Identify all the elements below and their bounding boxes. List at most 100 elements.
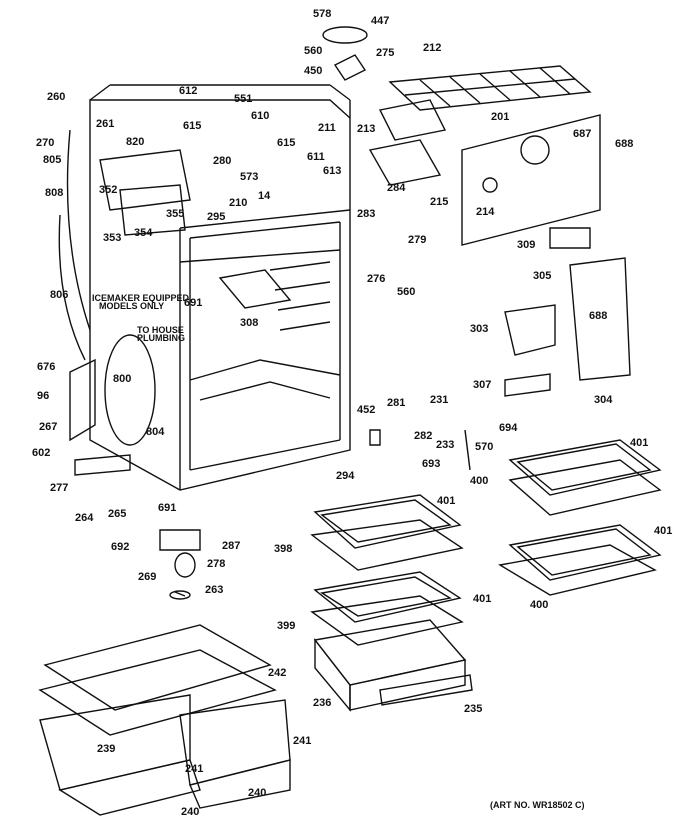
part-label-352[interactable]: 352 (99, 184, 118, 196)
part-label-691[interactable]: 691 (184, 297, 203, 309)
part-label-551[interactable]: 551 (234, 93, 253, 105)
part-label-210[interactable]: 210 (229, 197, 248, 209)
crisper-pans (40, 625, 290, 815)
part-label-284[interactable]: 284 (387, 182, 406, 194)
part-label-452[interactable]: 452 (357, 404, 376, 416)
part-label-233[interactable]: 233 (436, 439, 455, 451)
part-label-201[interactable]: 201 (491, 111, 510, 123)
part-label-401[interactable]: 401 (654, 525, 673, 537)
part-label-399[interactable]: 399 (277, 620, 296, 632)
part-label-613[interactable]: 613 (323, 165, 342, 177)
part-label-304[interactable]: 304 (594, 394, 613, 406)
part-label-676[interactable]: 676 (37, 361, 56, 373)
part-label-287[interactable]: 287 (222, 540, 241, 552)
part-label-560[interactable]: 560 (397, 286, 416, 298)
part-label-308[interactable]: 308 (240, 317, 259, 329)
part-label-270[interactable]: 270 (36, 137, 55, 149)
part-label-215[interactable]: 215 (430, 196, 449, 208)
part-label-211[interactable]: 211 (318, 122, 336, 134)
part-label-610[interactable]: 610 (251, 110, 270, 122)
part-label-692[interactable]: 692 (111, 541, 130, 553)
part-label-400[interactable]: 400 (470, 475, 489, 487)
part-label-355[interactable]: 355 (166, 208, 185, 220)
part-label-241[interactable]: 241 (185, 763, 204, 775)
part-label-239[interactable]: 239 (97, 743, 116, 755)
part-label-693[interactable]: 693 (422, 458, 441, 470)
part-label-694[interactable]: 694 (499, 422, 518, 434)
icemaker-note-line-2: MODELS ONLY (99, 301, 165, 311)
part-label-241[interactable]: 241 (293, 735, 312, 747)
part-label-800[interactable]: 800 (113, 373, 132, 385)
part-label-401[interactable]: 401 (630, 437, 649, 449)
part-label-688[interactable]: 688 (615, 138, 634, 150)
part-label-307[interactable]: 307 (473, 379, 492, 391)
part-label-213[interactable]: 213 (357, 123, 376, 135)
rear-panel (462, 115, 600, 248)
part-label-264[interactable]: 264 (75, 512, 94, 524)
part-label-267[interactable]: 267 (39, 421, 58, 433)
part-label-820[interactable]: 820 (126, 136, 145, 148)
part-label-447[interactable]: 447 (371, 15, 390, 27)
part-label-282[interactable]: 282 (414, 430, 433, 442)
part-label-612[interactable]: 612 (179, 85, 198, 97)
part-label-235[interactable]: 235 (464, 703, 483, 715)
part-label-279[interactable]: 279 (408, 234, 427, 246)
part-label-242[interactable]: 242 (268, 667, 287, 679)
part-label-573[interactable]: 573 (240, 171, 259, 183)
house-plumbing-note-line-1: TO HOUSE (137, 325, 184, 335)
part-label-687[interactable]: 687 (573, 128, 592, 140)
part-label-401[interactable]: 401 (473, 593, 492, 605)
part-label-401[interactable]: 401 (437, 495, 456, 507)
part-label-260[interactable]: 260 (47, 91, 66, 103)
part-label-354[interactable]: 354 (134, 227, 153, 239)
part-label-236[interactable]: 236 (313, 697, 332, 709)
part-label-281[interactable]: 281 (387, 397, 406, 409)
part-label-14[interactable]: 14 (258, 190, 271, 202)
part-label-277[interactable]: 277 (50, 482, 69, 494)
part-label-305[interactable]: 305 (533, 270, 552, 282)
part-label-804[interactable]: 804 (146, 426, 165, 438)
part-label-303[interactable]: 303 (470, 323, 489, 335)
part-label-269[interactable]: 269 (138, 571, 157, 583)
part-label-615[interactable]: 615 (277, 137, 296, 149)
part-label-240[interactable]: 240 (181, 806, 200, 818)
glass-shelves (312, 440, 660, 645)
part-label-602[interactable]: 602 (32, 447, 51, 459)
part-label-240[interactable]: 240 (248, 787, 267, 799)
part-label-808[interactable]: 808 (45, 187, 64, 199)
part-label-806[interactable]: 806 (50, 289, 69, 301)
art-number: (ART NO. WR18502 C) (490, 800, 585, 810)
part-label-615[interactable]: 615 (183, 120, 202, 132)
part-label-96[interactable]: 96 (37, 390, 50, 402)
part-label-353[interactable]: 353 (103, 232, 122, 244)
icemaker-assembly (59, 130, 190, 475)
part-label-398[interactable]: 398 (274, 543, 293, 555)
part-label-214[interactable]: 214 (476, 206, 495, 218)
part-label-691[interactable]: 691 (158, 502, 177, 514)
part-label-805[interactable]: 805 (43, 154, 62, 166)
part-label-212[interactable]: 212 (423, 42, 442, 54)
part-label-309[interactable]: 309 (517, 239, 536, 251)
part-label-276[interactable]: 276 (367, 273, 386, 285)
control-housing (505, 258, 630, 396)
part-label-294[interactable]: 294 (336, 470, 355, 482)
icemaker-note-line-1: ICEMAKER EQUIPPED (92, 293, 190, 303)
part-label-265[interactable]: 265 (108, 508, 127, 520)
part-label-560[interactable]: 560 (304, 45, 323, 57)
part-label-570[interactable]: 570 (475, 441, 494, 453)
part-label-263[interactable]: 263 (205, 584, 224, 596)
part-label-295[interactable]: 295 (207, 211, 226, 223)
part-label-688[interactable]: 688 (589, 310, 608, 322)
part-label-450[interactable]: 450 (304, 65, 323, 77)
part-label-611[interactable]: 611 (307, 151, 325, 163)
part-label-261[interactable]: 261 (96, 118, 115, 130)
part-label-275[interactable]: 275 (376, 47, 395, 59)
part-label-278[interactable]: 278 (207, 558, 226, 570)
part-label-283[interactable]: 283 (357, 208, 376, 220)
part-label-231[interactable]: 231 (430, 394, 449, 406)
part-label-578[interactable]: 578 (313, 8, 332, 20)
part-label-400[interactable]: 400 (530, 599, 549, 611)
part-label-280[interactable]: 280 (213, 155, 232, 167)
